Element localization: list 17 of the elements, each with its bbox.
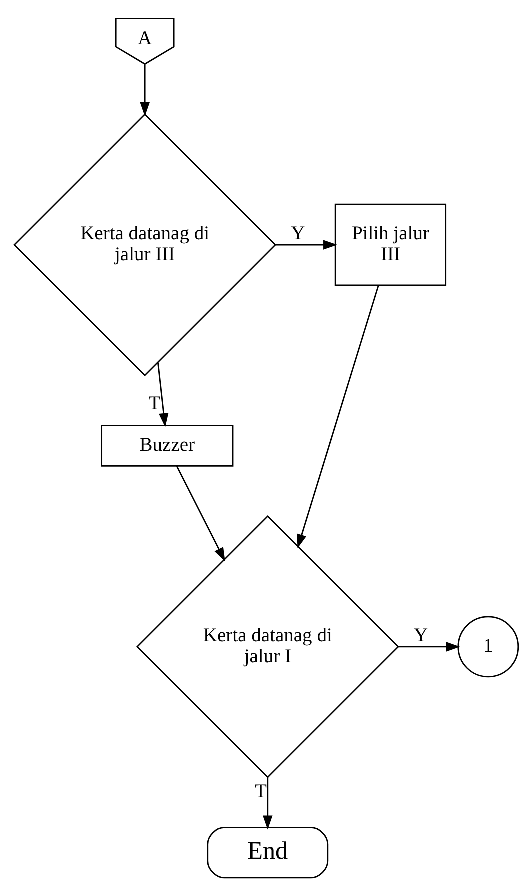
node-box: Pilih jalur III — [334, 204, 446, 286]
edge-label: T — [148, 394, 160, 415]
arrow — [157, 362, 168, 428]
node-diamond: Kerta datanag di jalur III — [13, 114, 276, 376]
arrow — [140, 64, 150, 117]
arrow — [262, 778, 272, 830]
arrow — [275, 240, 337, 250]
node-diamond: Kerta datanag di jalur I — [136, 516, 399, 778]
arrow — [176, 466, 225, 562]
edge-label: Y — [413, 626, 428, 647]
arrow — [398, 642, 460, 652]
node-circle: 1 — [457, 616, 519, 678]
edge-label: Y — [290, 224, 305, 245]
arrow — [296, 286, 379, 549]
edge-label: T — [254, 781, 266, 802]
node-box: End — [206, 827, 328, 879]
node-box: Buzzer — [100, 425, 234, 467]
